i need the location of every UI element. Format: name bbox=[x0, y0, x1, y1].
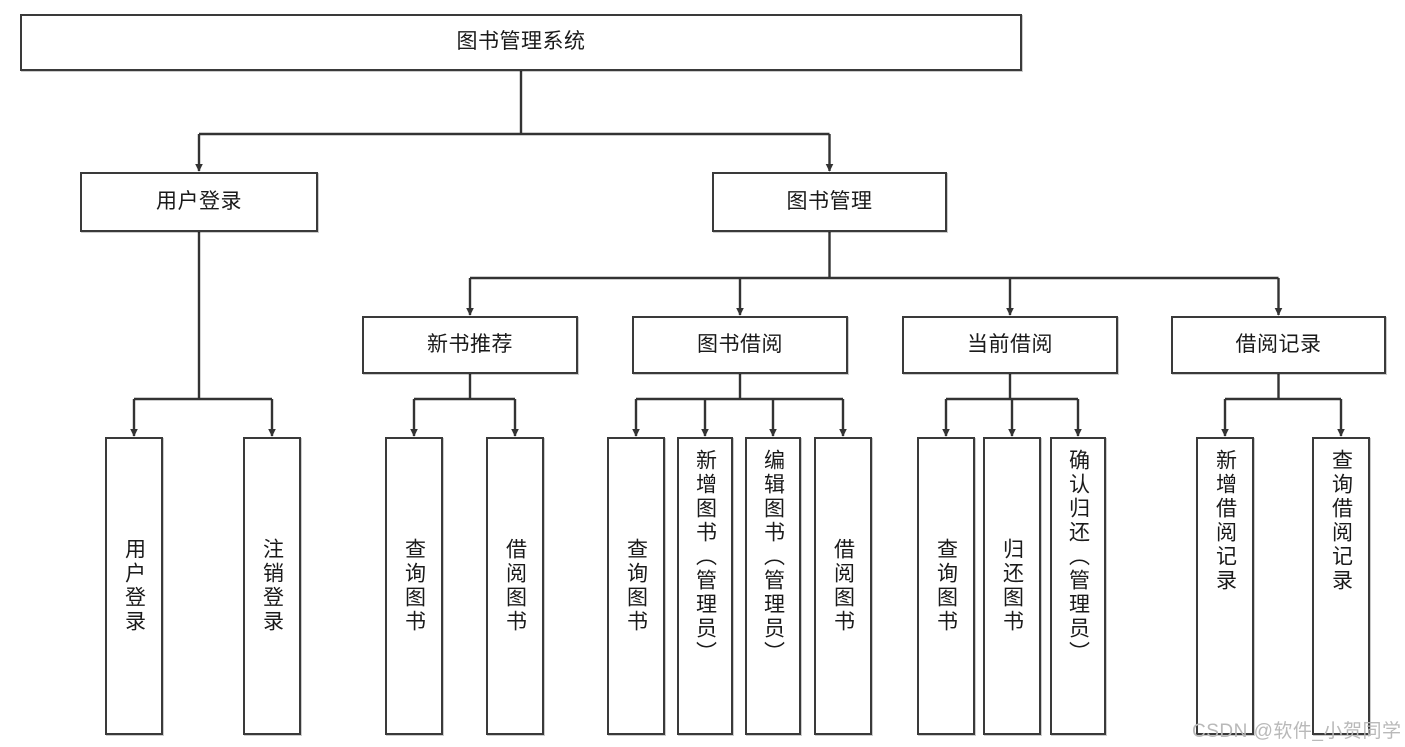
node-leaf-bb-edit-book[interactable]: 编辑图书（管理员） bbox=[745, 437, 801, 735]
node-lvl2-book-mgmt[interactable]: 图书管理 bbox=[712, 172, 947, 232]
node-label: 查询图书 bbox=[934, 538, 958, 634]
node-leaf-bb-add-book[interactable]: 新增图书（管理员） bbox=[677, 437, 733, 735]
node-leaf-bb-query-book[interactable]: 查询图书 bbox=[607, 437, 665, 735]
node-leaf-rec-query-book[interactable]: 查询图书 bbox=[385, 437, 443, 735]
node-leaf-cb-confirm-return[interactable]: 确认归还（管理员） bbox=[1050, 437, 1106, 735]
node-label: 查询图书 bbox=[402, 538, 426, 634]
node-label: 查询借阅记录 bbox=[1329, 449, 1353, 593]
node-label: 图书借阅 bbox=[697, 332, 783, 356]
node-lvl3-borrow-record[interactable]: 借阅记录 bbox=[1171, 316, 1386, 374]
node-leaf-logout[interactable]: 注销登录 bbox=[243, 437, 301, 735]
node-leaf-br-query-record[interactable]: 查询借阅记录 bbox=[1312, 437, 1370, 735]
node-leaf-bb-borrow-book[interactable]: 借阅图书 bbox=[814, 437, 872, 735]
node-leaf-br-add-record[interactable]: 新增借阅记录 bbox=[1196, 437, 1254, 735]
node-label: 借阅图书 bbox=[503, 538, 527, 634]
node-leaf-rec-borrow-book[interactable]: 借阅图书 bbox=[486, 437, 544, 735]
node-label: 借阅记录 bbox=[1235, 332, 1322, 356]
node-label: 用户登录 bbox=[156, 189, 242, 213]
node-label: 当前借阅 bbox=[967, 332, 1053, 356]
node-lvl2-user-login[interactable]: 用户登录 bbox=[80, 172, 318, 232]
node-lvl3-current-borrow[interactable]: 当前借阅 bbox=[902, 316, 1118, 374]
node-label: 新增借阅记录 bbox=[1213, 449, 1237, 593]
node-label: 用户登录 bbox=[122, 538, 146, 634]
node-label: 确认归还（管理员） bbox=[1066, 449, 1090, 665]
node-label: 编辑图书（管理员） bbox=[761, 449, 785, 665]
node-label: 图书管理系统 bbox=[456, 30, 586, 54]
node-label: 新书推荐 bbox=[427, 332, 513, 356]
node-label: 查询图书 bbox=[624, 538, 648, 634]
node-label: 注销登录 bbox=[260, 538, 284, 634]
node-leaf-cb-return-book[interactable]: 归还图书 bbox=[983, 437, 1041, 735]
node-label: 图书管理 bbox=[786, 189, 873, 213]
node-root[interactable]: 图书管理系统 bbox=[20, 14, 1022, 71]
node-label: 归还图书 bbox=[1000, 538, 1024, 634]
edge-group bbox=[130, 71, 1345, 437]
node-label: 新增图书（管理员） bbox=[693, 449, 717, 665]
node-lvl3-new-book-rec[interactable]: 新书推荐 bbox=[362, 316, 578, 374]
csdn-watermark: CSDN @软件_小贺同学 bbox=[1192, 721, 1402, 742]
node-label: 借阅图书 bbox=[831, 538, 855, 634]
node-leaf-cb-query-book[interactable]: 查询图书 bbox=[917, 437, 975, 735]
node-leaf-user-login[interactable]: 用户登录 bbox=[105, 437, 163, 735]
node-lvl3-book-borrow[interactable]: 图书借阅 bbox=[632, 316, 848, 374]
